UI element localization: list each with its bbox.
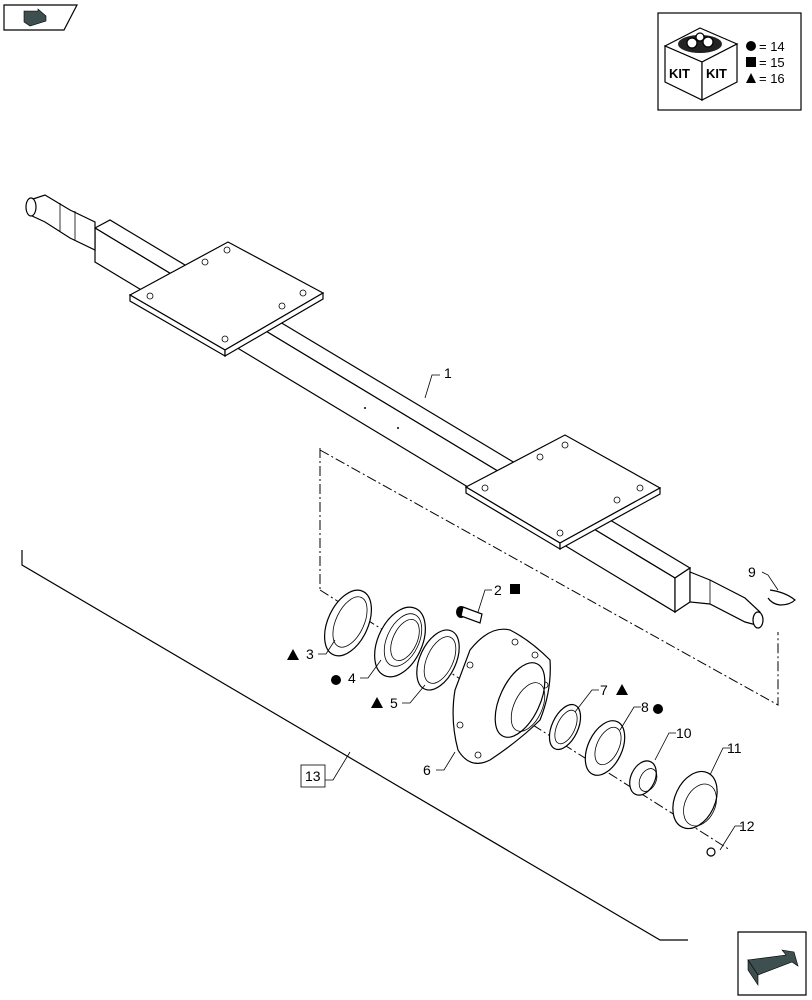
circle-symbol-icon: [331, 675, 341, 685]
square-symbol-icon: [746, 57, 756, 67]
kit-legend-square: = 15: [759, 55, 785, 70]
screw-12: [706, 847, 716, 857]
callout-6: 6: [423, 762, 431, 778]
callout-13: 13: [305, 768, 321, 784]
triangle-symbol-icon: [287, 649, 299, 660]
callout-13-box: [300, 764, 326, 788]
arrow-forward-icon: [747, 949, 799, 986]
triangle-symbol-icon: [616, 684, 628, 695]
next-page-button[interactable]: [737, 931, 807, 996]
callout-10: 10: [676, 725, 692, 741]
axle-beam: [25, 194, 764, 629]
kit-legend-circle: = 14: [759, 39, 785, 54]
triangle-symbol-icon: [371, 697, 383, 708]
circle-symbol-icon: [653, 704, 663, 714]
seal-5: [416, 629, 460, 691]
seal-7: [548, 703, 582, 751]
callout-2: 2: [494, 582, 502, 598]
callout-9: 9: [748, 564, 756, 580]
kit-legend: KIT KIT = 14 = 15 = 16: [657, 12, 802, 111]
callout-5: 5: [390, 695, 398, 711]
assembly-bracket-line: [21, 550, 688, 941]
triangle-symbol-icon: [746, 73, 756, 83]
callout-3: 3: [306, 646, 314, 662]
callout-7: 7: [600, 682, 608, 698]
kit-legend-triangle: = 16: [759, 71, 785, 86]
nut-10: [629, 760, 658, 796]
callout-8: 8: [641, 699, 649, 715]
circle-symbol-icon: [746, 41, 756, 51]
kit-label-left: KIT: [669, 66, 690, 81]
callouts: 1 2 3 4 5 6 7 8 9 10 11 12 13: [287, 365, 756, 834]
kit-label-right: KIT: [706, 66, 727, 81]
bolt-2: [456, 606, 483, 624]
callout-12: 12: [739, 818, 755, 834]
callout-4: 4: [348, 670, 356, 686]
hub-6: [452, 628, 551, 764]
bearing-4: [374, 606, 426, 678]
cap-11: [672, 770, 718, 830]
callout-11: 11: [727, 740, 742, 756]
seal-3: [324, 589, 372, 657]
arrow-back-icon: [23, 8, 47, 27]
square-symbol-icon: [510, 584, 520, 594]
bearing-8: [584, 720, 626, 776]
previous-page-button[interactable]: [3, 4, 78, 31]
callout-1: 1: [444, 365, 452, 381]
pin-9: [767, 589, 796, 606]
kit-box-icon: KIT KIT: [663, 27, 739, 101]
